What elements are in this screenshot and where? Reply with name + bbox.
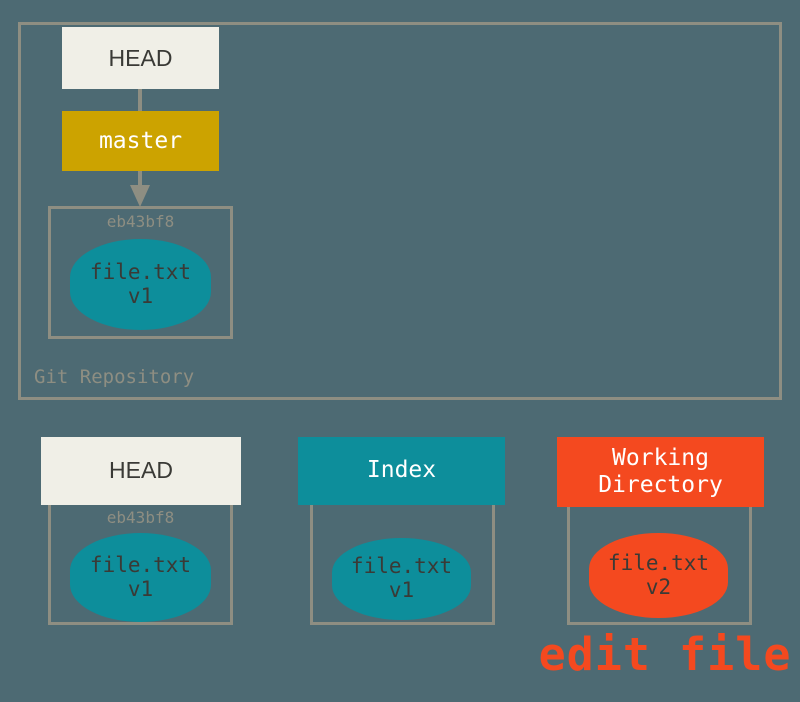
arrow-down-icon <box>130 185 150 207</box>
repo-blob-version: v1 <box>127 283 154 308</box>
area-index-blob-version: v1 <box>388 578 415 602</box>
area-working-directory-label-line1: Working <box>612 444 709 471</box>
repo-commit-hash: eb43bf8 <box>106 212 175 231</box>
area-working-directory-header[interactable]: Working Directory <box>557 437 764 507</box>
area-work-blob-version: v2 <box>645 574 672 599</box>
connector-head-to-master <box>138 89 142 111</box>
edit-file-caption: edit file <box>538 628 792 681</box>
repo-commit-container <box>48 206 233 339</box>
area-head-container <box>48 500 233 625</box>
area-index-label: Index <box>366 457 437 484</box>
area-working-directory-blob: file.txt v2 <box>589 533 728 618</box>
area-index-container <box>310 500 495 625</box>
connector-master-to-commit <box>138 171 142 191</box>
area-working-directory-label-line2: Directory <box>598 472 723 498</box>
repo-branch-master-box[interactable]: master <box>62 111 219 171</box>
repo-head-label: HEAD <box>108 44 173 71</box>
repo-blob-filename: file.txt <box>89 259 192 284</box>
area-head-blob: file.txt v1 <box>70 533 211 622</box>
area-working-directory-container <box>567 500 752 625</box>
area-head-label: HEAD <box>109 457 173 484</box>
git-repository-container <box>18 22 782 400</box>
repo-head-box[interactable]: HEAD <box>62 27 219 89</box>
area-head-header[interactable]: HEAD <box>41 437 241 505</box>
area-head-hash: eb43bf8 <box>106 508 175 527</box>
area-work-blob-filename: file.txt <box>607 550 710 575</box>
area-index-header[interactable]: Index <box>298 437 505 505</box>
git-repository-label: Git Repository <box>31 366 198 388</box>
area-index-blob: file.txt v1 <box>332 538 471 620</box>
repo-commit-blob: file.txt v1 <box>70 239 211 330</box>
repo-branch-label: master <box>98 128 183 154</box>
area-head-blob-version: v1 <box>127 576 154 601</box>
area-index-blob-filename: file.txt <box>350 554 453 579</box>
area-head-blob-filename: file.txt <box>89 552 192 577</box>
